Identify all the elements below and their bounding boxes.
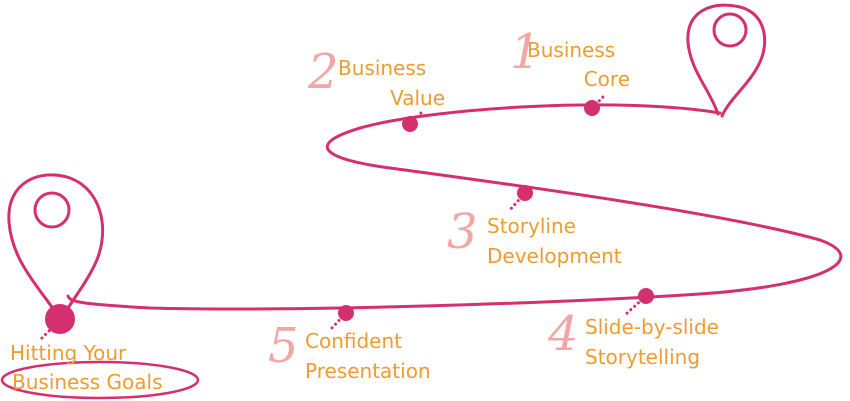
start-map-pin-icon xyxy=(686,3,767,118)
milestone-dot-2 xyxy=(402,116,418,132)
milestone-dot-1 xyxy=(584,100,600,116)
goal-highlight-ellipse xyxy=(0,360,200,400)
step-5-label-line2: Presentation xyxy=(305,359,431,383)
step-number-5: 5 xyxy=(268,318,299,374)
goal-map-pin-icon xyxy=(7,173,105,320)
milestone-dot-4 xyxy=(638,288,654,304)
step-1-label-line2: Core xyxy=(583,67,630,91)
step-4-label-line2: Storytelling xyxy=(585,345,701,369)
step-2-label-line1: Business xyxy=(338,56,427,80)
start-pin-inner-circle xyxy=(712,12,748,48)
step-5-label-line1: Confident xyxy=(305,329,402,353)
goal-pin-inner-circle xyxy=(33,191,71,229)
milestone-dot-5 xyxy=(338,305,354,321)
milestone-dot-3 xyxy=(517,185,533,201)
step-1-label-line1: Business xyxy=(527,38,616,62)
goal-dot xyxy=(45,304,75,334)
step-number-4: 4 xyxy=(548,306,579,362)
step-4-label-line1: Slide-by-slide xyxy=(585,315,719,339)
step-2-label-line2: Value xyxy=(390,86,445,110)
step-number-1: 1 xyxy=(510,24,541,80)
goal-label-line1: Hitting Your xyxy=(10,341,127,365)
step-number-2: 2 xyxy=(308,44,339,100)
step-number-3: 3 xyxy=(447,204,478,260)
step-3-label-line2: Development xyxy=(487,244,622,268)
connector-2 xyxy=(408,108,426,126)
connector-1 xyxy=(590,92,608,110)
road-path xyxy=(66,103,843,311)
goal-label-line2: Business Goals xyxy=(12,370,163,394)
step-3-label-line1: Storyline xyxy=(487,214,576,238)
